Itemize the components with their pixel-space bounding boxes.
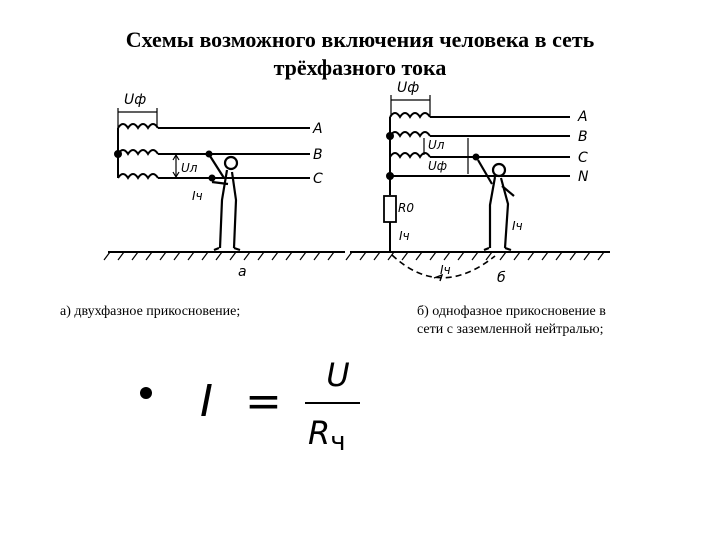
person-a xyxy=(209,155,241,252)
diagram-a xyxy=(103,108,345,261)
winding-b-c xyxy=(389,152,431,159)
label-b-r0: R0 xyxy=(398,201,414,215)
label-b-phase-b: B xyxy=(578,129,588,145)
winding-b xyxy=(117,149,159,156)
person-b xyxy=(477,159,515,252)
label-b-figure: б xyxy=(497,270,506,286)
label-b-ul: Uл xyxy=(428,138,445,152)
formula-denominator-sub: ч xyxy=(330,427,346,457)
winding-b-b xyxy=(389,131,431,138)
resistor-r0 xyxy=(383,195,397,223)
label-b-ich-human: Iч xyxy=(512,219,523,233)
label-b-ich-neutral: Iч xyxy=(399,229,410,243)
winding-b-a xyxy=(389,112,431,119)
page-title: Схемы возможного включения человека в се… xyxy=(0,26,720,82)
caption-b: б) однофазное прикосновение в сети с заз… xyxy=(417,304,606,337)
label-a-phase-c: C xyxy=(313,171,323,187)
title-line-1: Схемы возможного включения человека в се… xyxy=(125,27,595,52)
title-line-2: трёхфазного тока xyxy=(273,55,447,80)
label-a-ul: Uл xyxy=(181,161,198,175)
label-a-uf: Uф xyxy=(124,92,146,108)
formula-lhs: I xyxy=(200,376,213,427)
diagram-b xyxy=(345,95,610,282)
winding-a xyxy=(117,123,159,130)
label-a-phase-b: B xyxy=(313,147,323,163)
label-a-figure: а xyxy=(238,264,247,280)
formula-equals: = xyxy=(245,376,282,427)
formula-denominator: Rч xyxy=(308,413,346,462)
label-b-phase-n: N xyxy=(578,169,589,185)
label-a-ich: Iч xyxy=(192,189,203,203)
label-b-uf: Uф xyxy=(397,80,419,96)
winding-c xyxy=(117,173,159,180)
label-b-phase-c: C xyxy=(578,150,588,166)
label-b-ich-ground: Iч xyxy=(440,263,451,277)
ohm-formula: I = U Rч xyxy=(200,355,370,465)
fraction-bar xyxy=(305,402,360,404)
formula-denominator-var: R xyxy=(308,414,331,452)
circuit-diagrams: Uф Uл Iч A B C а xyxy=(103,80,610,286)
formula-numerator: U xyxy=(326,356,350,394)
label-b-phase-a: A xyxy=(577,109,588,125)
bullet-icon xyxy=(140,387,152,399)
label-b-uf2: Uф xyxy=(428,159,447,173)
caption-a: а) двухфазное прикосновение; xyxy=(60,304,241,319)
label-a-phase-a: A xyxy=(312,121,323,137)
